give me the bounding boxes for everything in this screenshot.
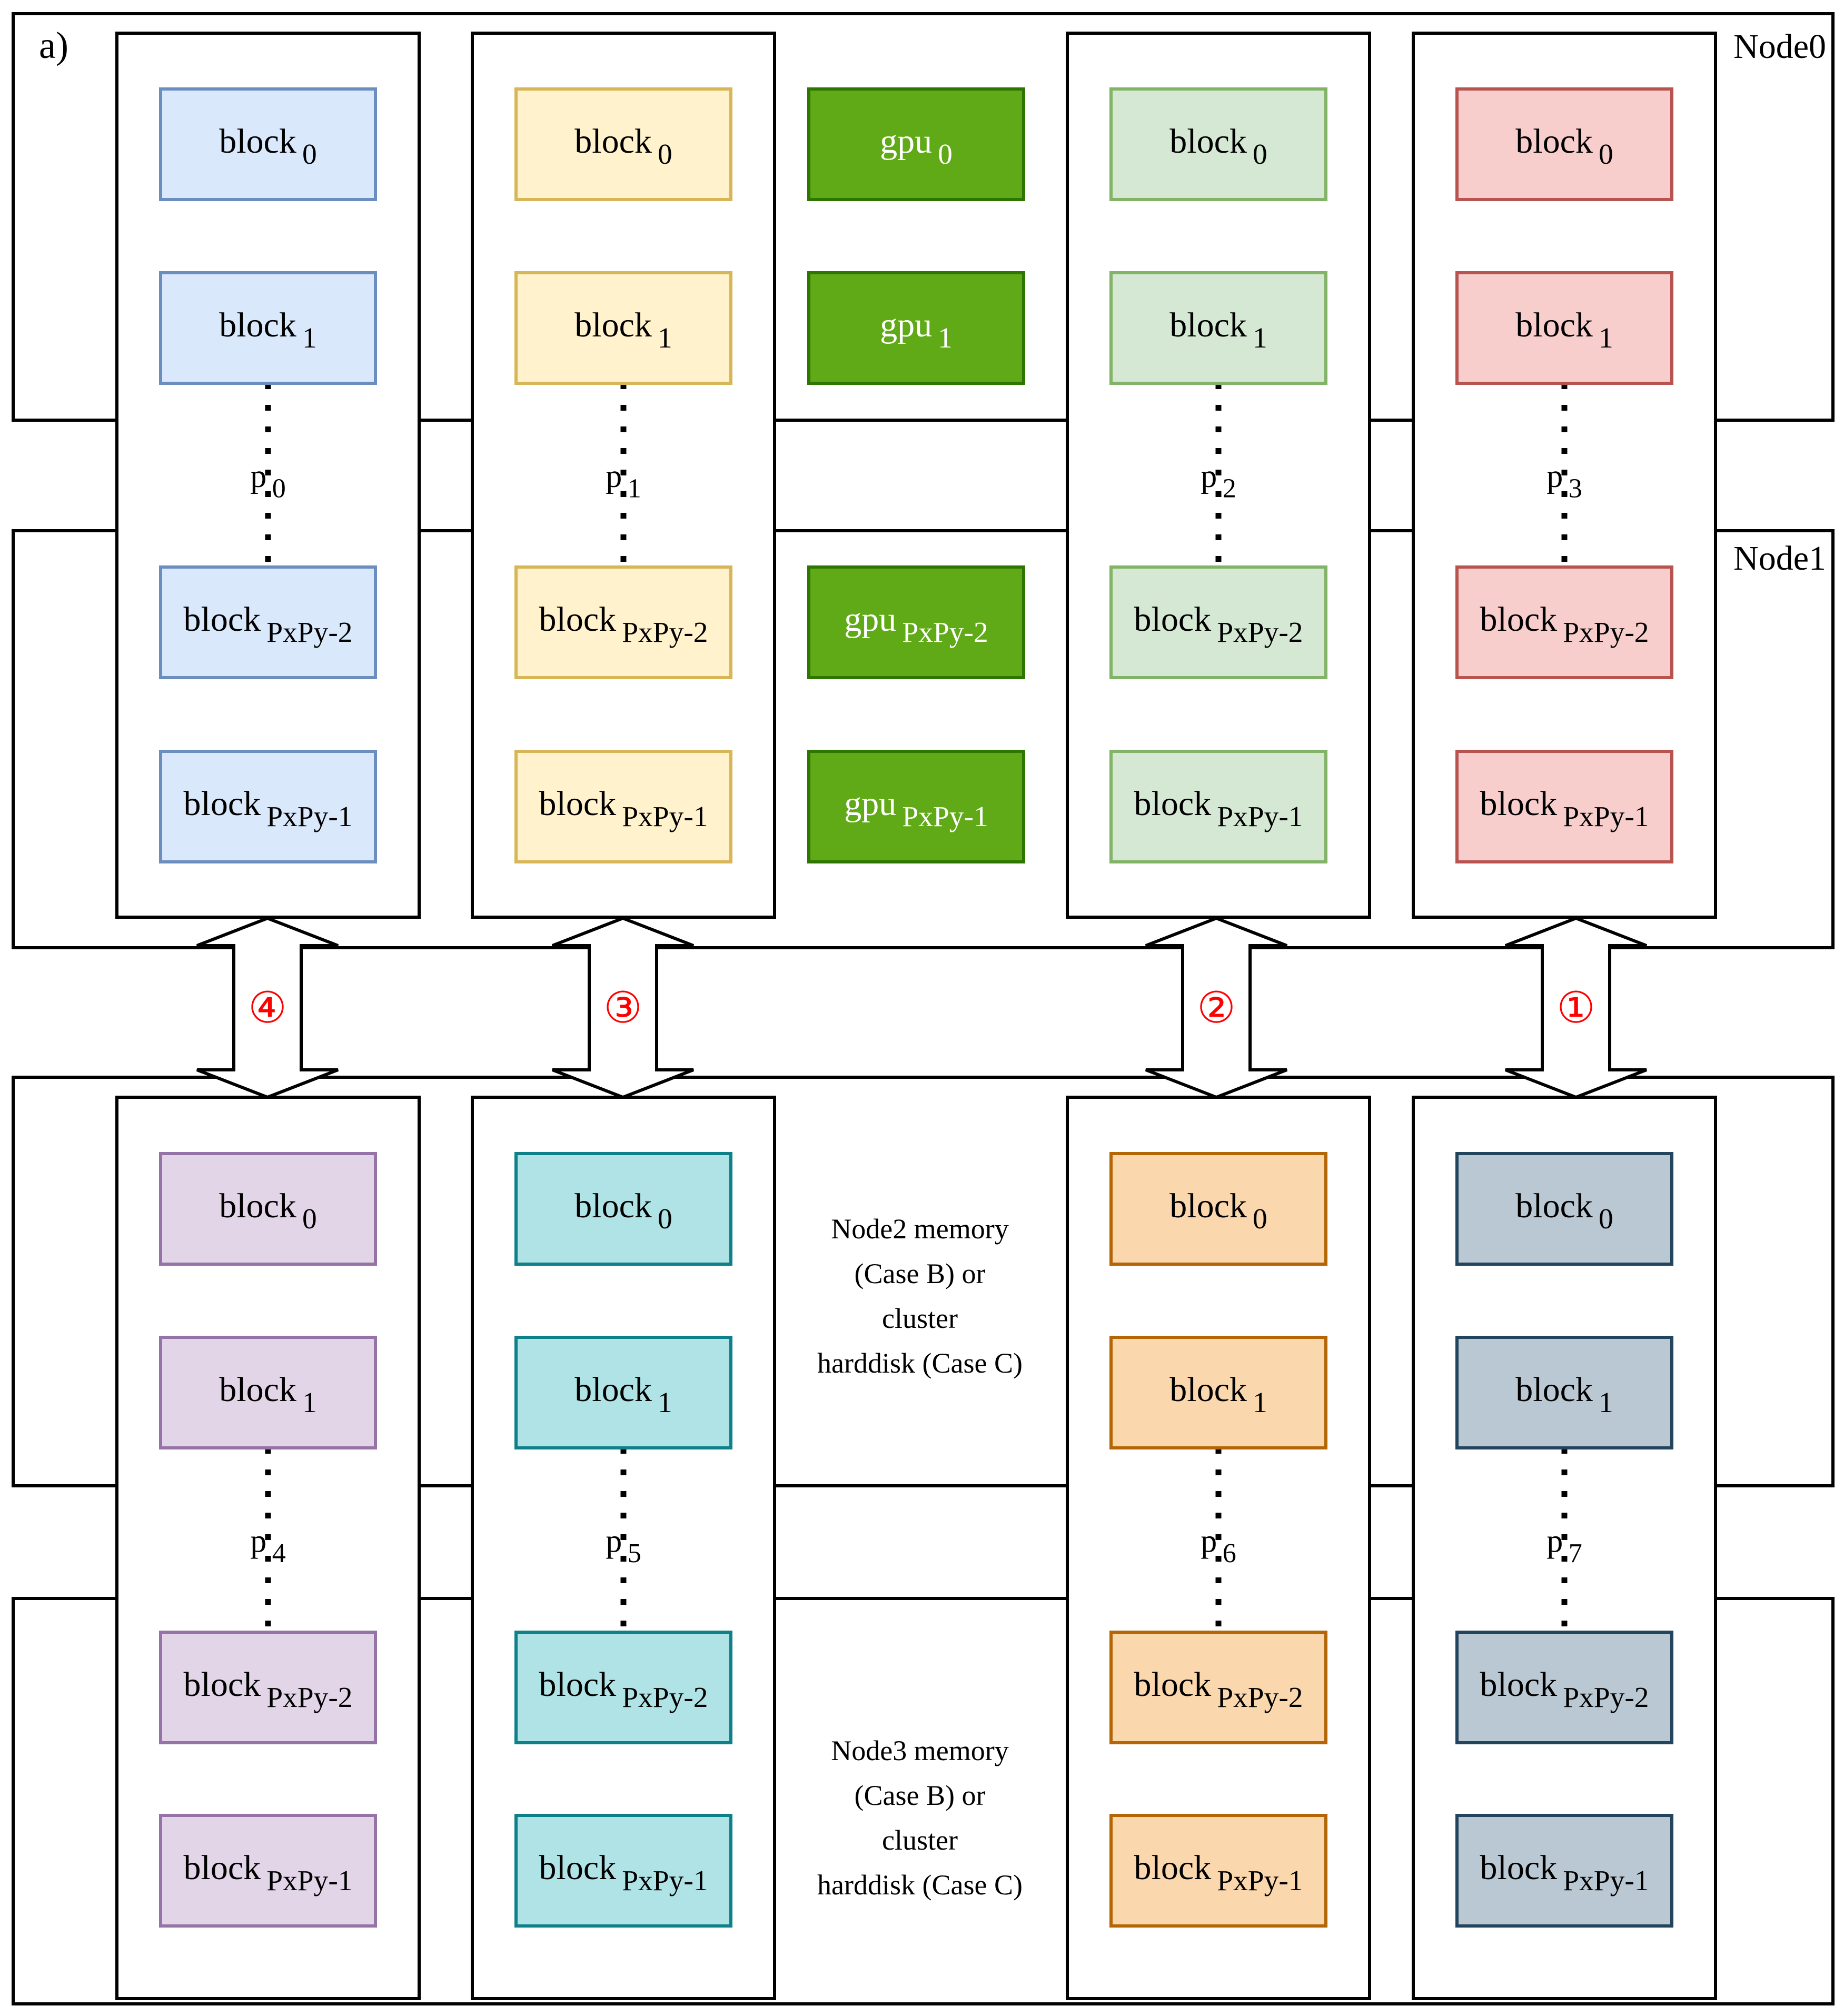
block-label: block 1 — [1515, 1371, 1613, 1418]
block-label: block 1 — [219, 306, 316, 354]
memory-block: block 1 — [159, 1336, 377, 1449]
gpu-block: gpu PxPy-2 — [807, 565, 1025, 679]
block-label: block PxPy-2 — [539, 1665, 708, 1713]
memory-block: block PxPy-1 — [1109, 1814, 1327, 1928]
memory-block: block 0 — [1455, 87, 1673, 201]
process-label-4: p 4 — [250, 1523, 285, 1568]
block-label: block 0 — [1169, 122, 1267, 170]
block-label: block PxPy-2 — [1134, 600, 1303, 648]
process-label-0: p 0 — [250, 459, 285, 504]
memory-block: block PxPy-2 — [514, 1631, 732, 1744]
block-label: block PxPy-1 — [1480, 784, 1649, 832]
block-label: block PxPy-2 — [539, 600, 708, 648]
memory-block: block 0 — [514, 87, 732, 201]
memory-block: block 0 — [514, 1152, 732, 1266]
block-label: block 1 — [219, 1371, 316, 1418]
process-label-2: p 2 — [1201, 459, 1236, 504]
memory-block: block 0 — [1109, 87, 1327, 201]
node-band-1 — [12, 529, 1835, 949]
gpu-block: gpu 1 — [807, 271, 1025, 385]
memory-block: block PxPy-1 — [514, 1814, 732, 1928]
memory-block: block PxPy-1 — [1455, 750, 1673, 863]
block-label: block PxPy-1 — [183, 784, 352, 832]
gpu-label: gpu PxPy-2 — [844, 600, 988, 648]
block-label: block PxPy-1 — [1480, 1849, 1649, 1896]
transfer-arrow-3 — [1504, 916, 1648, 1099]
block-label: block PxPy-2 — [183, 600, 352, 648]
memory-block: block 0 — [159, 87, 377, 201]
node-band-2 — [12, 1076, 1835, 1487]
block-label: block PxPy-1 — [183, 1849, 352, 1896]
memory-block: block 0 — [1109, 1152, 1327, 1266]
transfer-label-1: ③ — [603, 983, 642, 1033]
gpu-label: gpu PxPy-1 — [844, 784, 988, 832]
memory-block: block 1 — [1455, 271, 1673, 385]
gpu-block: gpu 0 — [807, 87, 1025, 201]
block-label: block 0 — [219, 122, 316, 170]
transfer-arrow-2 — [1145, 916, 1288, 1099]
memory-block: block PxPy-2 — [1109, 565, 1327, 679]
memory-block: block 0 — [1455, 1152, 1673, 1266]
block-label: block 1 — [574, 306, 672, 354]
panel-label: a) — [39, 24, 68, 66]
process-label-1: p 1 — [606, 459, 641, 504]
process-label-6: p 6 — [1201, 1523, 1236, 1568]
process-label-7: p 7 — [1546, 1523, 1582, 1568]
memory-block: block 1 — [1109, 1336, 1327, 1449]
node-band-0 — [12, 12, 1835, 422]
memory-block: block 1 — [514, 1336, 732, 1449]
memory-block: block PxPy-2 — [1109, 1631, 1327, 1744]
block-label: block 1 — [1169, 306, 1267, 354]
memory-block: block PxPy-1 — [159, 1814, 377, 1928]
block-label: block PxPy-1 — [539, 784, 708, 832]
block-label: block 1 — [574, 1371, 672, 1418]
memory-block: block 0 — [159, 1152, 377, 1266]
gpu-label: gpu 1 — [880, 306, 953, 354]
gpu-label: gpu 0 — [880, 122, 953, 170]
memory-block: block PxPy-1 — [1109, 750, 1327, 863]
memory-block: block PxPy-2 — [514, 565, 732, 679]
memory-block: block PxPy-2 — [1455, 1631, 1673, 1744]
block-label: block 0 — [1515, 1187, 1613, 1235]
gpu-block: gpu PxPy-1 — [807, 750, 1025, 863]
block-label: block 1 — [1169, 1371, 1267, 1418]
process-label-5: p 5 — [606, 1523, 641, 1568]
transfer-label-3: ① — [1557, 983, 1595, 1033]
memory-block: block PxPy-2 — [159, 565, 377, 679]
block-label: block 1 — [1515, 306, 1613, 354]
memory-block: block PxPy-2 — [1455, 565, 1673, 679]
block-label: block PxPy-2 — [1480, 1665, 1649, 1713]
block-label: block 0 — [574, 122, 672, 170]
node-label-1: Node1 — [1733, 539, 1826, 578]
block-label: block PxPy-2 — [1134, 1665, 1303, 1713]
node-band-3 — [12, 1597, 1835, 2005]
transfer-label-0: ④ — [248, 983, 287, 1033]
transfer-arrow-1 — [551, 916, 695, 1099]
node-label-0: Node0 — [1733, 27, 1826, 66]
block-label: block PxPy-2 — [183, 1665, 352, 1713]
block-label: block PxPy-1 — [539, 1849, 708, 1896]
memory-block: block 1 — [514, 271, 732, 385]
block-label: block PxPy-2 — [1480, 600, 1649, 648]
memory-block: block PxPy-2 — [159, 1631, 377, 1744]
transfer-arrow-0 — [196, 916, 339, 1099]
transfer-label-2: ② — [1197, 983, 1236, 1033]
memory-block: block PxPy-1 — [159, 750, 377, 863]
memory-block: block PxPy-1 — [1455, 1814, 1673, 1928]
memory-block: block 1 — [1455, 1336, 1673, 1449]
process-label-3: p 3 — [1546, 459, 1582, 504]
block-label: block PxPy-1 — [1134, 784, 1303, 832]
block-label: block 0 — [1515, 122, 1613, 170]
block-label: block 0 — [219, 1187, 316, 1235]
memory-block: block 1 — [1109, 271, 1327, 385]
block-label: block PxPy-1 — [1134, 1849, 1303, 1896]
block-label: block 0 — [574, 1187, 672, 1235]
memory-block: block 1 — [159, 271, 377, 385]
block-label: block 0 — [1169, 1187, 1267, 1235]
memory-block: block PxPy-1 — [514, 750, 732, 863]
